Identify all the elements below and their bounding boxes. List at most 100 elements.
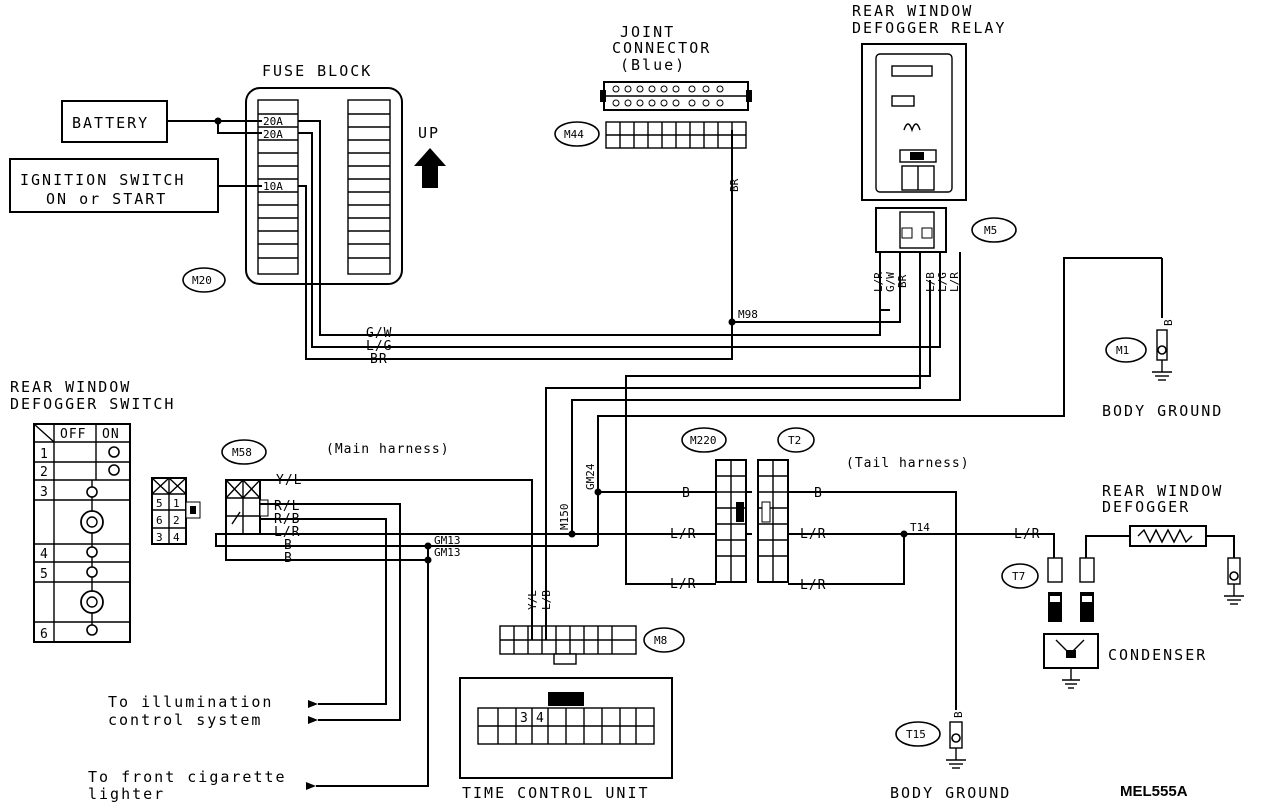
wire-gw-label: G/W <box>366 326 392 341</box>
up-arrow-icon: UP <box>414 124 446 188</box>
svg-text:L/R: L/R <box>872 272 885 292</box>
ground-icon <box>1224 557 1244 605</box>
svg-text:GM24: GM24 <box>584 463 597 490</box>
svg-text:M8: M8 <box>654 634 667 647</box>
svg-text:5: 5 <box>40 567 49 582</box>
body-ground-label-1: BODY GROUND <box>1102 402 1223 420</box>
svg-text:L/R: L/R <box>800 578 826 593</box>
svg-text:3: 3 <box>156 531 163 544</box>
connector-m98: M98 <box>738 308 758 321</box>
wire-br-joint-label: BR <box>728 178 741 192</box>
svg-text:T7: T7 <box>1012 570 1025 583</box>
condenser-label: CONDENSER <box>1108 646 1207 664</box>
svg-text:L/R: L/R <box>1014 527 1040 542</box>
ignition-label-line1: IGNITION SWITCH <box>20 171 185 189</box>
up-label: UP <box>418 124 440 142</box>
svg-text:L/R: L/R <box>948 272 961 292</box>
svg-text:lighter: lighter <box>88 785 165 803</box>
svg-text:BR: BR <box>896 274 909 288</box>
svg-text:M1: M1 <box>1116 344 1129 357</box>
svg-text:CONNECTOR: CONNECTOR <box>612 39 711 57</box>
svg-text:M5: M5 <box>984 224 997 237</box>
time-control-unit: 3 4 TIME CONTROL UNIT <box>459 677 673 802</box>
svg-text:JOINT: JOINT <box>620 23 675 41</box>
ground-icon <box>1152 329 1172 381</box>
svg-text:T15: T15 <box>906 728 926 741</box>
svg-text:B: B <box>952 711 965 718</box>
svg-text:4: 4 <box>536 711 545 726</box>
switch-connector: 5 1 6 2 3 4 <box>151 477 201 545</box>
svg-text:6: 6 <box>156 514 163 527</box>
svg-text:G/W: G/W <box>884 272 897 292</box>
svg-text:M44: M44 <box>564 128 584 141</box>
fuse-block-label: FUSE BLOCK <box>262 62 372 80</box>
fuse-column-left: 20A 20A 10A <box>257 99 299 275</box>
ground-icon <box>946 721 966 769</box>
svg-text:DEFOGGER RELAY: DEFOGGER RELAY <box>852 19 1006 37</box>
main-harness-label: (Main harness) <box>326 442 450 457</box>
svg-text:DEFOGGER: DEFOGGER <box>1102 498 1190 516</box>
svg-text:ON: ON <box>102 427 120 442</box>
svg-text:B: B <box>814 486 823 501</box>
connector-m5: M5 <box>875 207 1017 253</box>
svg-text:REAR WINDOW: REAR WINDOW <box>852 2 973 20</box>
svg-text:3: 3 <box>520 711 529 726</box>
connector-m1: M1 <box>1105 337 1147 363</box>
svg-text:4: 4 <box>173 531 180 544</box>
switch-table: OFF ON 1 2 3 4 5 6 <box>33 423 131 643</box>
svg-text:6: 6 <box>40 627 49 642</box>
svg-text:T14: T14 <box>910 521 930 534</box>
battery-box: BATTERY <box>61 100 168 143</box>
svg-text:R/B: R/B <box>274 512 300 527</box>
svg-text:GM13: GM13 <box>434 534 461 547</box>
ignition-label-line2: ON or START <box>46 190 167 208</box>
svg-text:L/G: L/G <box>936 272 949 292</box>
svg-text:To illumination: To illumination <box>108 693 273 711</box>
reference-code: MEL555A <box>1120 783 1188 800</box>
joint-connector: JOINT CONNECTOR (Blue) <box>600 23 752 111</box>
connector-m8: M8 <box>499 625 685 665</box>
condenser: CONDENSER <box>1043 633 1207 689</box>
body-ground-label-2: BODY GROUND <box>890 784 1011 802</box>
tail-harness-label: (Tail harness) <box>846 456 970 471</box>
svg-text:M58: M58 <box>232 446 252 459</box>
svg-text:1: 1 <box>40 447 49 462</box>
wire-lg-label: L/G <box>366 339 392 354</box>
connector-m20: M20 <box>182 267 226 293</box>
defogger-relay: REAR WINDOW DEFOGGER RELAY <box>852 2 1006 201</box>
svg-text:2: 2 <box>40 465 49 480</box>
svg-text:OFF: OFF <box>60 427 86 442</box>
connector-m220: M220 <box>681 427 747 583</box>
fuse-block: FUSE BLOCK 20A 20A 10A <box>245 62 403 285</box>
connector-t15: T15 <box>895 721 941 747</box>
svg-text:B: B <box>284 551 293 566</box>
svg-text:(Blue): (Blue) <box>620 56 686 74</box>
svg-text:Y/L: Y/L <box>276 473 302 488</box>
battery-label: BATTERY <box>72 114 149 132</box>
svg-text:DEFOGGER SWITCH: DEFOGGER SWITCH <box>10 395 175 413</box>
time-control-unit-label: TIME CONTROL UNIT <box>462 784 650 802</box>
fuse-column-right <box>347 99 391 275</box>
connector-t7: T7 <box>1001 557 1095 622</box>
connector-m58: M58 <box>221 439 269 535</box>
svg-text:L/R: L/R <box>800 527 826 542</box>
svg-text:REAR WINDOW: REAR WINDOW <box>10 378 131 396</box>
svg-text:T2: T2 <box>788 434 801 447</box>
fuse-20a-2: 20A <box>263 128 283 141</box>
svg-text:REAR WINDOW: REAR WINDOW <box>1102 482 1223 500</box>
svg-text:4: 4 <box>40 547 49 562</box>
connector-t2: T2 <box>757 427 815 583</box>
svg-text:3: 3 <box>40 485 49 500</box>
wire-br-label: BR <box>370 352 388 367</box>
svg-text:M20: M20 <box>192 274 212 287</box>
svg-text:GM13: GM13 <box>434 546 461 559</box>
fuse-20a-1: 20A <box>263 115 283 128</box>
svg-text:5: 5 <box>156 497 163 510</box>
defogger-element <box>1129 525 1207 547</box>
svg-text:1: 1 <box>173 497 180 510</box>
svg-text:R/L: R/L <box>274 499 300 514</box>
svg-text:control system: control system <box>108 711 262 729</box>
fuse-10a: 10A <box>263 180 283 193</box>
svg-text:B: B <box>682 486 691 501</box>
connector-m44: M44 <box>554 121 747 149</box>
